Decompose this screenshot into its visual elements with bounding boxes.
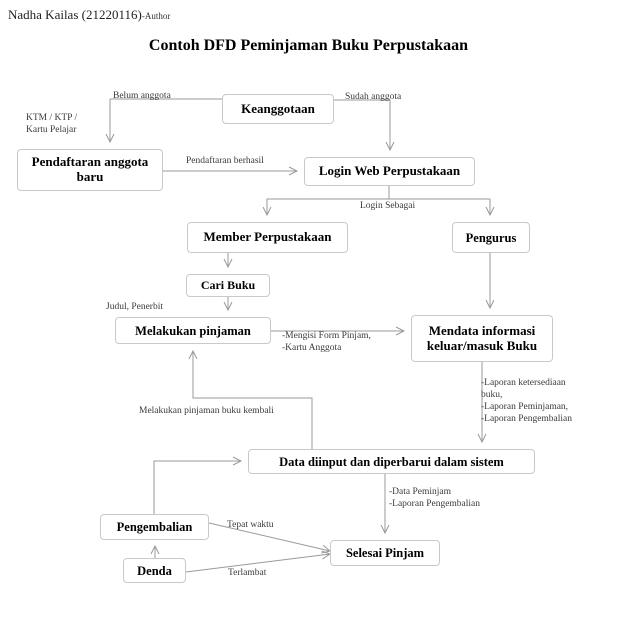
edge-label-terlambat: Terlambat (228, 568, 267, 578)
node-pengurus[interactable]: Pengurus (452, 222, 530, 253)
node-login-web[interactable]: Login Web Perpustakaan (304, 157, 475, 186)
edge-label-tepat-waktu: Tepat waktu (227, 520, 274, 530)
connector-datainput-to-pinjaman (188, 349, 313, 449)
edge-label-form-pinjam: -Mengisi Form Pinjam, -Kartu Anggota (282, 331, 371, 353)
node-denda[interactable]: Denda (123, 558, 186, 583)
edge-label-laporan-ketersediaan: -Laporan ketersediaan buku, -Laporan Pem… (481, 378, 573, 424)
node-pengembalian[interactable]: Pengembalian (100, 514, 209, 540)
connector-layer (110, 98, 495, 573)
author-suffix: -Author (141, 11, 171, 21)
connector-keanggotaan-to-pendaftaran (110, 98, 222, 142)
connector-pengembalian-to-data (153, 456, 243, 514)
node-pendaftaran[interactable]: Pendaftaran anggota baru (17, 149, 163, 191)
author-byline: Nadha Kailas (21220116)-Author (8, 7, 170, 23)
node-keanggotaan[interactable]: Keanggotaan (222, 94, 334, 124)
edge-label-data-peminjam: -Data Peminjam -Laporan Pengembalian (389, 487, 481, 509)
node-mendata-informasi[interactable]: Mendata informasi keluar/masuk Buku (411, 315, 553, 362)
connector-denda-to-selesai (185, 550, 332, 573)
node-selesai-pinjam[interactable]: Selesai Pinjam (330, 540, 440, 566)
node-cari-buku[interactable]: Cari Buku (186, 274, 270, 297)
node-data-diinput[interactable]: Data diinput dan diperbarui dalam sistem (248, 449, 535, 474)
node-member[interactable]: Member Perpustakaan (187, 222, 348, 253)
edge-label-pinjaman-kembali: Melakukan pinjaman buku kembali (139, 406, 274, 416)
connector-login-to-member (262, 186, 390, 217)
connector-pengembalian-to-selesai (208, 522, 332, 554)
edge-label-sudah-anggota: Sudah anggota (345, 92, 402, 102)
author-name: Nadha Kailas (21220116) (8, 7, 142, 22)
edge-label-judul-penerbit: Judul, Penerbit (106, 302, 163, 312)
page-title: Contoh DFD Peminjaman Buku Perpustakaan (148, 37, 469, 54)
edge-label-belum-anggota: Belum anggota (113, 91, 171, 101)
edge-label-pendaftaran-berhasil: Pendaftaran berhasil (186, 156, 264, 166)
edge-label-login-sebagai: Login Sebagai (360, 201, 416, 211)
edge-label-ktm-ktp: KTM / KTP / Kartu Pelajar (26, 113, 78, 135)
connector-keanggotaan-to-login (334, 99, 395, 152)
node-melakukan-pinjaman[interactable]: Melakukan pinjaman (115, 317, 271, 344)
connector-login-to-pengurus (389, 198, 495, 217)
